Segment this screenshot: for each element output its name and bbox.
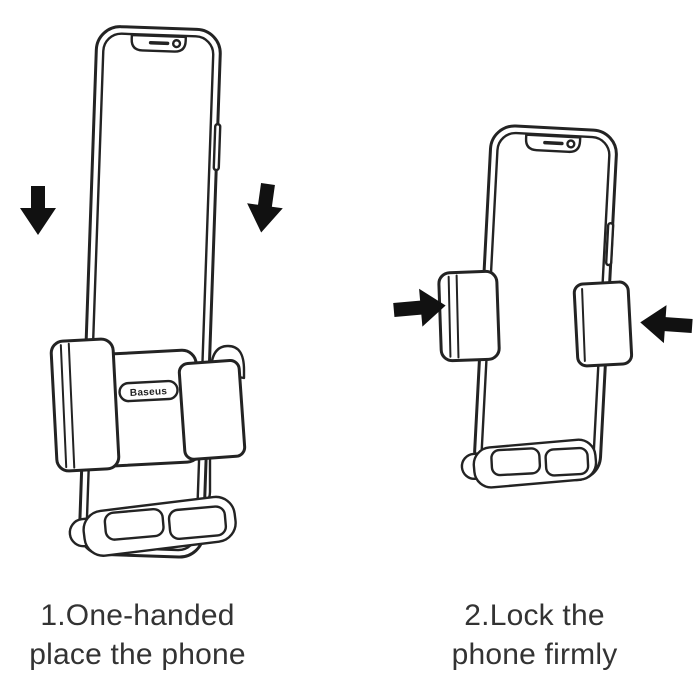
- step1-caption: 1.One-handed place the phone: [15, 596, 260, 674]
- baseus-logo-pill: [118, 379, 179, 403]
- step2-illustration: [380, 100, 700, 590]
- mount-feet: [68, 495, 237, 557]
- step2-caption: 2.Lock the phone firmly: [412, 596, 657, 674]
- foot-pad: [490, 447, 542, 477]
- camera-icon: [566, 139, 576, 149]
- arrow-down-icon: [20, 186, 56, 235]
- step2-caption-line2: phone firmly: [451, 638, 618, 671]
- camera-icon: [171, 39, 182, 49]
- left-arm-pad: [437, 269, 501, 363]
- arm-ridge: [67, 342, 76, 469]
- speaker-slot: [543, 140, 564, 146]
- arrow-down-icon: [247, 183, 283, 233]
- side-button: [212, 122, 222, 172]
- step2-caption-line1: 2.Lock the: [464, 599, 605, 632]
- step1-illustration: Baseus: [0, 0, 330, 580]
- baseus-logo-text: Baseus: [130, 386, 168, 399]
- right-arm-pad: [177, 358, 247, 461]
- arm-ridge: [581, 287, 586, 362]
- speaker-slot: [148, 40, 170, 46]
- step1-drawing: Baseus: [20, 25, 283, 559]
- arrow-right-icon: [393, 288, 446, 327]
- mount-right-arm: [572, 280, 634, 368]
- step1-caption-line1: 1.One-handed: [40, 599, 235, 632]
- step2-drawing: [393, 124, 693, 489]
- phone-screen: [85, 32, 215, 552]
- arm-ridge: [447, 275, 452, 358]
- mount-left-arm: [49, 337, 121, 473]
- foot-pad: [544, 446, 590, 477]
- foot-pad: [103, 507, 165, 541]
- arm-ridge: [59, 344, 68, 469]
- mount-left-arm: [437, 269, 501, 363]
- right-arm-pad: [572, 280, 634, 368]
- side-button: [605, 221, 615, 267]
- arrow-left-icon: [640, 305, 693, 344]
- arm-ridge: [455, 274, 460, 359]
- mount-right-arm: [177, 358, 247, 461]
- step1-caption-line2: place the phone: [29, 638, 246, 671]
- left-arm-pad: [49, 337, 121, 473]
- mount-feet: [460, 438, 598, 489]
- foot-pad: [167, 505, 228, 540]
- phone: [78, 25, 222, 559]
